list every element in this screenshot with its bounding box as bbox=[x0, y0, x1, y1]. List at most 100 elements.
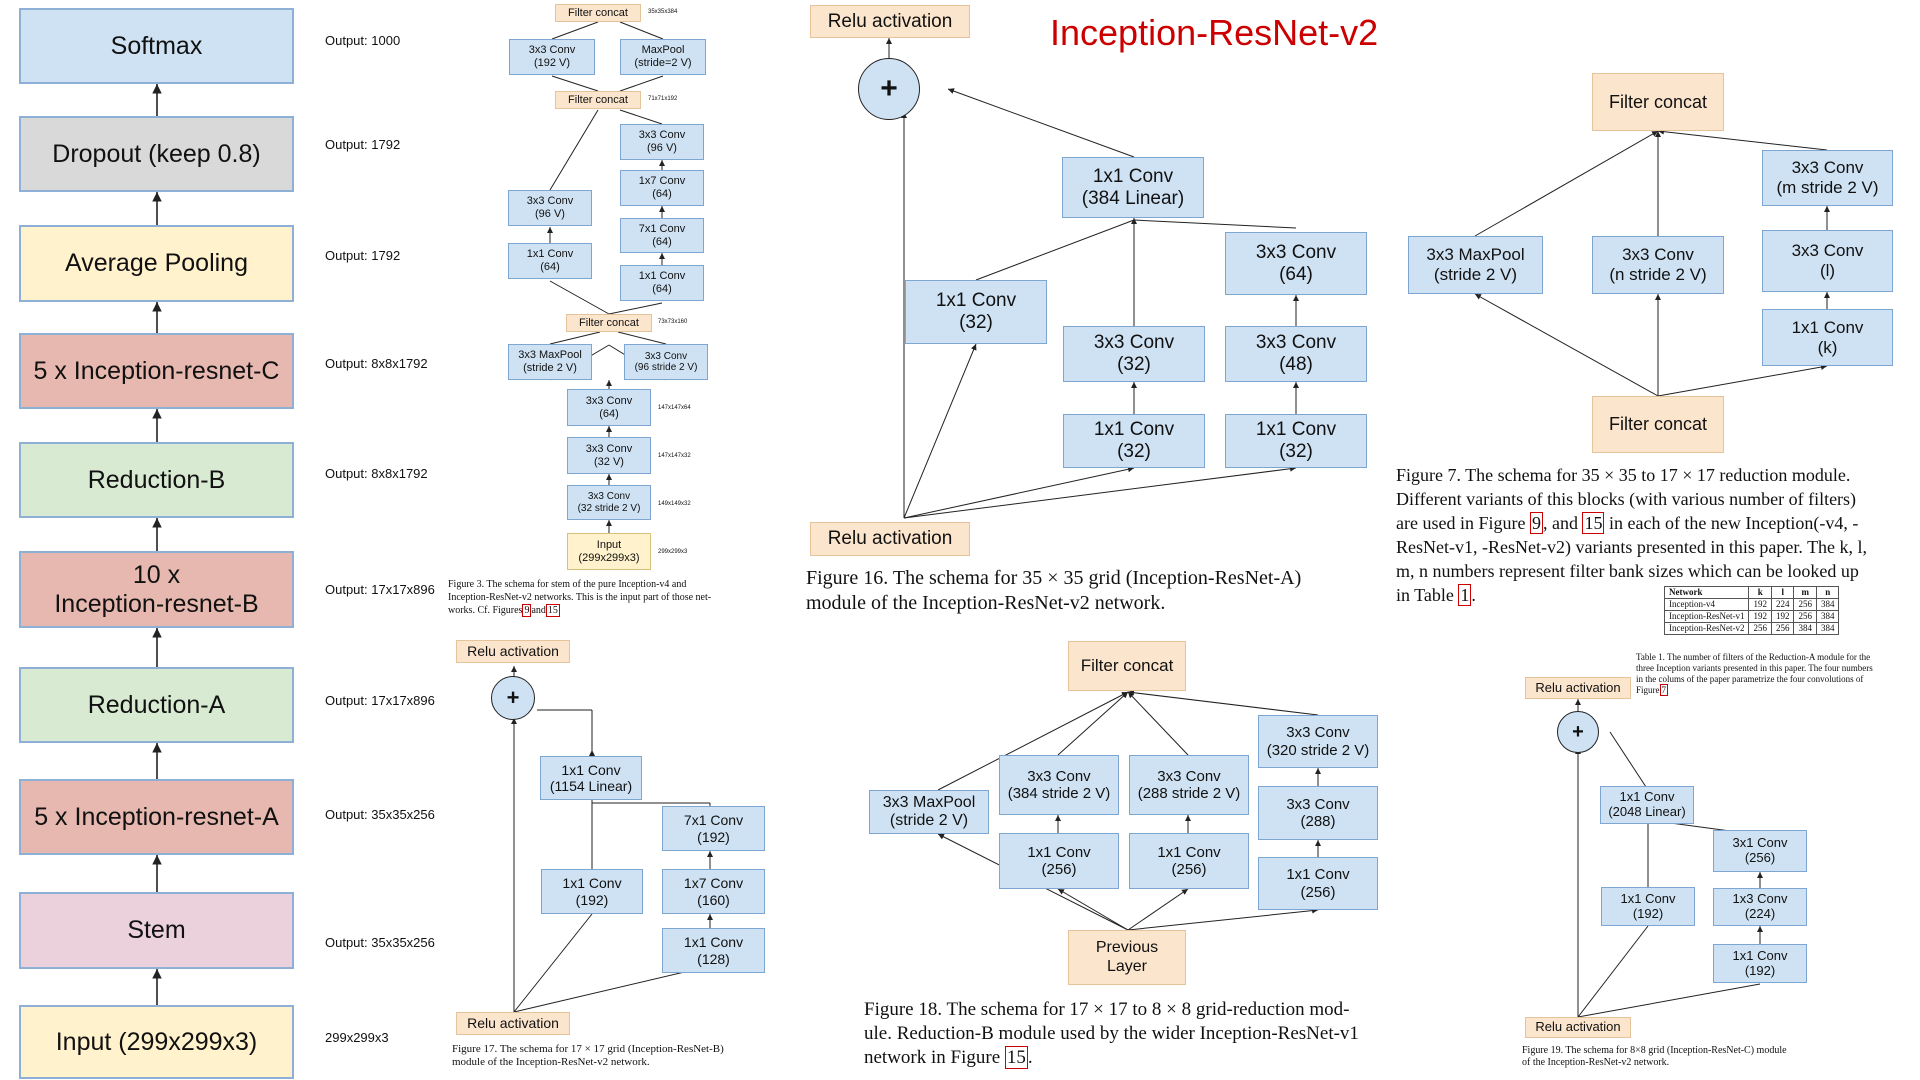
table-cell: 256 bbox=[1793, 610, 1817, 623]
figure-7-caption: Figure 7. The schema for 35 × 35 to 17 ×… bbox=[1396, 465, 1868, 606]
main-block-1: Dropout (keep 0.8) bbox=[19, 116, 294, 192]
fig19-conv-linear: 1x1 Conv (2048 Linear) bbox=[1600, 786, 1694, 824]
stem-conv-7x1: 7x1 Conv (64) bbox=[620, 218, 704, 253]
table-cell: 256 bbox=[1770, 622, 1795, 635]
figure-17-caption: Figure 17. The schema for 17 × 17 grid (… bbox=[452, 1043, 724, 1068]
stem-filter-concat-3: Filter concat bbox=[566, 314, 652, 332]
main-block-3: 5 x Inception-resnet-C bbox=[19, 333, 294, 409]
stem-conv-1x1-left: 1x1 Conv (64) bbox=[508, 243, 592, 279]
main-block-9: Input (299x299x3) bbox=[19, 1005, 294, 1079]
output-label-8: Output: 35x35x256 bbox=[325, 935, 435, 950]
fig7-conv-n: 3x3 Conv (n stride 2 V) bbox=[1592, 236, 1724, 294]
fig18-conv-3x3-288: 3x3 Conv (288) bbox=[1258, 786, 1378, 840]
table-cell: 192 bbox=[1748, 610, 1772, 623]
stem-size-4: 147x147x64 bbox=[658, 405, 691, 411]
output-label-1: Output: 1792 bbox=[325, 137, 401, 152]
table-cell: 256 bbox=[1748, 622, 1772, 635]
output-label-7: Output: 35x35x256 bbox=[325, 807, 435, 822]
fig19-plus-icon: + bbox=[1557, 711, 1599, 753]
stem-size-1: 35x35x384 bbox=[648, 9, 678, 15]
table-cell: 384 bbox=[1793, 622, 1817, 635]
stem-conv-3x3-64: 3x3 Conv (64) bbox=[567, 389, 651, 426]
main-block-2: Average Pooling bbox=[19, 225, 294, 302]
fig7-conv-l: 3x3 Conv (l) bbox=[1762, 230, 1893, 292]
stem-conv-3x3-32: 3x3 Conv (32 V) bbox=[567, 437, 651, 474]
fig17-plus-icon: + bbox=[491, 676, 535, 720]
table-cell: 384 bbox=[1815, 610, 1840, 623]
stem-input: Input (299x299x3) bbox=[567, 533, 651, 570]
figure-16-caption: Figure 16. The schema for 35 × 35 grid (… bbox=[806, 567, 1302, 614]
table-cell: n bbox=[1815, 586, 1840, 599]
fig18-filter-concat: Filter concat bbox=[1068, 641, 1186, 691]
fig16-conv-1x1-32: 1x1 Conv (32) bbox=[905, 280, 1047, 344]
table-cell: Inception-ResNet-v2 bbox=[1663, 622, 1750, 635]
fig16-conv-linear: 1x1 Conv (384 Linear) bbox=[1062, 157, 1204, 218]
table-cell: 192 bbox=[1748, 598, 1772, 611]
fig19-relu-bottom: Relu activation bbox=[1525, 1017, 1631, 1038]
figure-3-caption: Figure 3. The schema for stem of the pur… bbox=[448, 579, 712, 617]
stem-size-3: 73x73x160 bbox=[658, 319, 688, 325]
table-cell: 224 bbox=[1770, 598, 1795, 611]
fig18-conv-384: 3x3 Conv (384 stride 2 V) bbox=[999, 755, 1119, 815]
stem-size-6: 149x149x32 bbox=[658, 501, 691, 507]
fig18-conv-1x1-256-c: 1x1 Conv (256) bbox=[1258, 857, 1378, 910]
main-block-0: Softmax bbox=[19, 8, 294, 84]
stem-maxpool-stride2: 3x3 MaxPool (stride 2 V) bbox=[508, 344, 592, 380]
fig17-conv-linear: 1x1 Conv (1154 Linear) bbox=[540, 756, 642, 800]
stem-conv-3x3-192: 3x3 Conv (192 V) bbox=[509, 39, 595, 75]
fig19-conv-1x3: 1x3 Conv (224) bbox=[1713, 888, 1807, 926]
table-cell: Inception-ResNet-v1 bbox=[1663, 610, 1750, 623]
output-label-5: Output: 17x17x896 bbox=[325, 582, 435, 597]
fig16-conv-1x1-32-right: 1x1 Conv (32) bbox=[1225, 414, 1367, 468]
fig19-conv-1x1-192: 1x1 Conv (192) bbox=[1601, 887, 1695, 926]
table-cell: l bbox=[1770, 586, 1795, 599]
main-block-7: 5 x Inception-resnet-A bbox=[19, 779, 294, 855]
output-label-0: Output: 1000 bbox=[325, 33, 401, 48]
stem-conv-3x3-96-left: 3x3 Conv (96 V) bbox=[508, 190, 592, 226]
fig7-conv-k: 1x1 Conv (k) bbox=[1762, 309, 1893, 366]
main-block-4: Reduction-B bbox=[19, 442, 294, 518]
stem-conv-3x3-96-stride2: 3x3 Conv (96 stride 2 V) bbox=[624, 344, 708, 380]
fig7-maxpool: 3x3 MaxPool (stride 2 V) bbox=[1408, 236, 1543, 294]
figure-18-caption: Figure 18. The schema for 17 × 17 to 8 ×… bbox=[864, 999, 1359, 1069]
stem-conv-1x1-right: 1x1 Conv (64) bbox=[620, 265, 704, 301]
table-cell: 384 bbox=[1815, 598, 1840, 611]
main-block-5: 10 x Inception-resnet-B bbox=[19, 551, 294, 628]
inception-resnet-v2-title: Inception-ResNet-v2 bbox=[1050, 12, 1379, 53]
fig17-relu-bottom: Relu activation bbox=[456, 1012, 570, 1035]
fig18-conv-1x1-256-b: 1x1 Conv (256) bbox=[1129, 833, 1249, 889]
fig7-filter-concat-bottom: Filter concat bbox=[1592, 396, 1724, 453]
fig19-conv-3x1: 3x1 Conv (256) bbox=[1713, 830, 1807, 872]
fig16-relu-bottom: Relu activation bbox=[810, 522, 970, 556]
fig17-conv-1x1-192: 1x1 Conv (192) bbox=[541, 869, 643, 914]
fig17-relu-top: Relu activation bbox=[456, 640, 570, 663]
table-cell: Network bbox=[1663, 586, 1750, 599]
fig18-conv-288-stride2: 3x3 Conv (288 stride 2 V) bbox=[1129, 755, 1249, 815]
stem-conv-3x3-32-stride2: 3x3 Conv (32 stride 2 V) bbox=[567, 485, 651, 520]
fig17-conv-1x1-128: 1x1 Conv (128) bbox=[662, 928, 765, 973]
table-cell: 192 bbox=[1770, 610, 1795, 623]
output-label-9: 299x299x3 bbox=[325, 1030, 389, 1045]
figure-19-caption: Figure 19. The schema for 8×8 grid (Ince… bbox=[1522, 1045, 1787, 1068]
fig18-conv-320: 3x3 Conv (320 stride 2 V) bbox=[1258, 715, 1378, 768]
fig18-maxpool: 3x3 MaxPool (stride 2 V) bbox=[869, 790, 989, 834]
fig16-conv-1x1-32-mid: 1x1 Conv (32) bbox=[1063, 414, 1205, 468]
fig16-conv-3x3-64: 3x3 Conv (64) bbox=[1225, 232, 1367, 295]
table-cell: 384 bbox=[1815, 622, 1840, 635]
table-cell: k bbox=[1748, 586, 1772, 599]
stem-conv-3x3-96-right: 3x3 Conv (96 V) bbox=[620, 124, 704, 160]
fig16-conv-3x3-32: 3x3 Conv (32) bbox=[1063, 326, 1205, 382]
stem-size-2: 71x71x192 bbox=[648, 96, 678, 102]
fig17-conv-7x1: 7x1 Conv (192) bbox=[662, 806, 765, 851]
output-label-4: Output: 8x8x1792 bbox=[325, 466, 428, 481]
output-label-2: Output: 1792 bbox=[325, 248, 401, 263]
stem-maxpool: MaxPool (stride=2 V) bbox=[620, 39, 706, 75]
table-1-caption: Table 1. The number of filters of the Re… bbox=[1636, 652, 1873, 696]
fig18-previous-layer: Previous Layer bbox=[1068, 930, 1186, 985]
output-label-3: Output: 8x8x1792 bbox=[325, 356, 428, 371]
